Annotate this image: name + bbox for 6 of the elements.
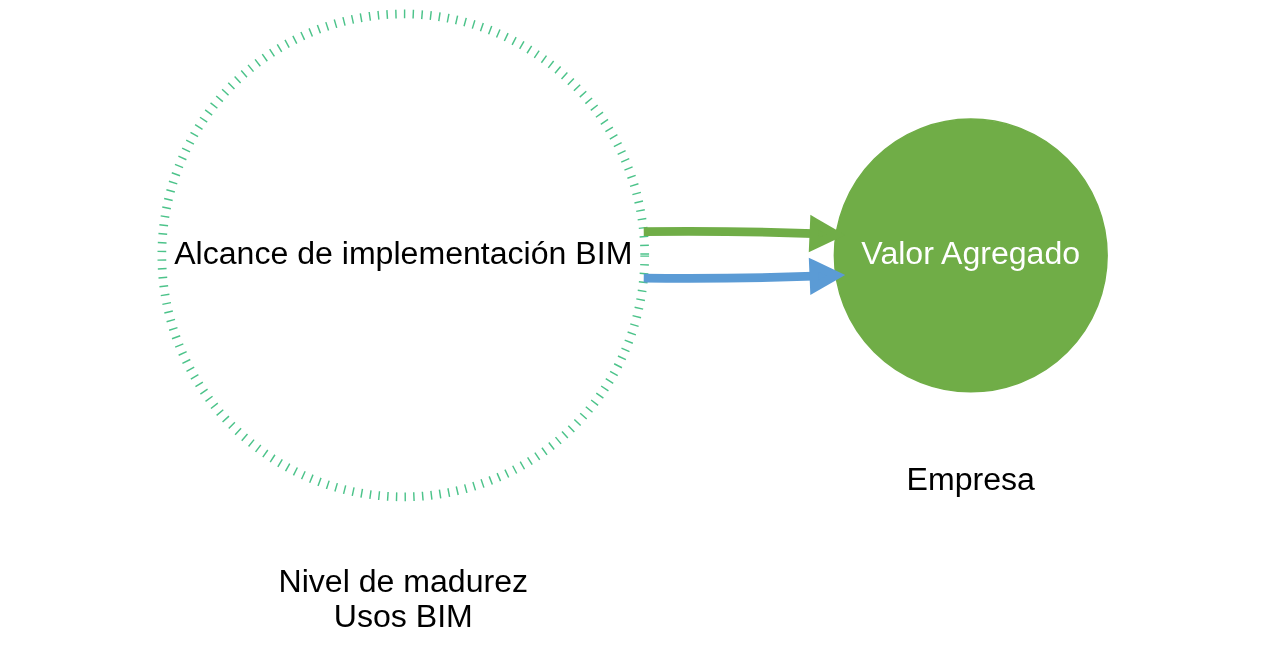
node-label: Empresa	[906, 460, 1035, 497]
node-label: Nivel de madurez	[278, 562, 529, 599]
node-circle: Valor Agregado	[833, 118, 1108, 393]
node-circle: Alcance de implementación BIM	[157, 9, 650, 502]
node-label: Usos BIM	[333, 597, 473, 634]
arrow	[643, 257, 846, 296]
